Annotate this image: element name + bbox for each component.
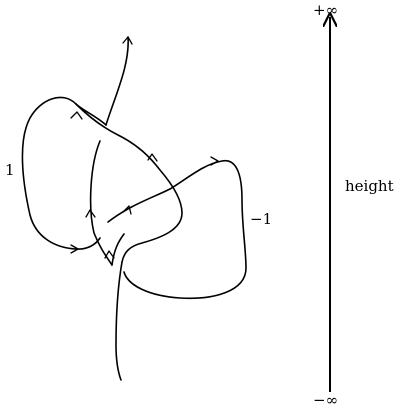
arrow-middle-arc [122,205,132,215]
right-loop-label: −1 [250,210,272,228]
axis-top-label: +∞ [313,1,338,19]
height-axis: +∞ −∞ height [313,1,394,409]
arrow-inner-link [104,250,115,259]
strand-bottom-tail [115,261,123,381]
axis-bottom-label: −∞ [313,391,338,408]
left-loop-label: 1 [5,161,15,179]
strand-right-loop [123,160,247,300]
strand-middle-arc [107,188,171,223]
arrow-top-exit [122,36,133,45]
arrow-left-vertical [85,209,96,218]
strand-inner-link [111,233,125,266]
knot-diagram: 1 −1 [5,36,272,381]
arrow-right-loop-top [210,156,219,166]
strand-top-exit [105,36,129,126]
arrow-top-arc [147,153,158,162]
strand-top-arc [75,103,183,263]
arrow-left-loop-top [70,111,83,120]
strand-left-vertical [89,140,113,266]
arrow-left-loop-bottom [70,244,79,254]
height-label: height [345,177,394,195]
